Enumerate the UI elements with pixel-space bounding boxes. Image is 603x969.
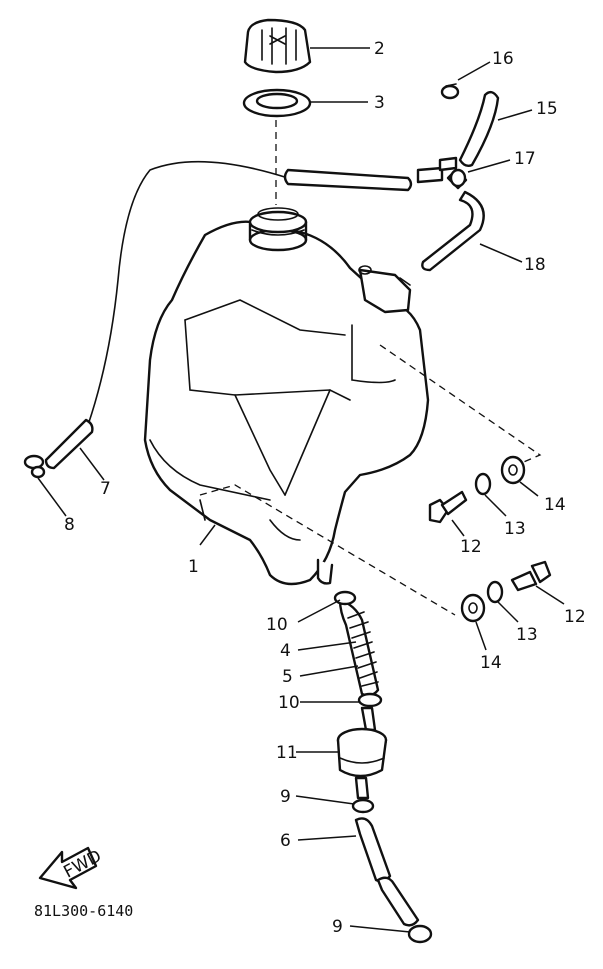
label-part-10-upper: 10 <box>266 615 288 635</box>
fuel-hose-with-spring <box>338 598 380 697</box>
fuel-filter <box>336 706 388 800</box>
label-part-3: 3 <box>374 93 385 113</box>
label-part-14-lower: 14 <box>480 653 502 673</box>
label-part-10-lower: 10 <box>278 693 300 713</box>
forward-direction-arrow: FWD <box>38 846 105 890</box>
label-part-4: 4 <box>280 641 291 661</box>
clamp-17 <box>449 168 467 188</box>
label-part-16: 16 <box>492 49 514 69</box>
label-part-14-upper: 14 <box>544 495 566 515</box>
label-part-17: 17 <box>514 149 536 169</box>
label-part-13-upper: 13 <box>504 519 526 539</box>
label-part-7: 7 <box>100 479 111 499</box>
label-part-11: 11 <box>276 743 298 763</box>
drawing-code: 81L300-6140 <box>34 902 133 920</box>
hose-18 <box>421 190 485 272</box>
clamp-10-upper <box>333 590 357 606</box>
clamp-16 <box>440 83 460 100</box>
clamp-9-lower <box>407 924 433 944</box>
label-part-5: 5 <box>282 667 293 687</box>
clamp-9-upper <box>351 798 375 814</box>
label-part-18: 18 <box>524 255 546 275</box>
bolt-12-lower <box>510 560 552 592</box>
grommet-14-lower <box>460 593 486 623</box>
hose-7 <box>44 418 94 470</box>
fuel-tank <box>143 207 430 586</box>
washer-13-lower <box>486 580 504 604</box>
breather-hose <box>283 156 468 192</box>
mount-dash-lower <box>199 484 456 616</box>
label-part-6: 6 <box>280 831 291 851</box>
label-part-12-upper: 12 <box>460 537 482 557</box>
clamp-10-lower <box>357 692 383 708</box>
hose-15 <box>458 90 500 168</box>
label-part-9-upper: 9 <box>280 787 291 807</box>
clip-8 <box>23 454 46 479</box>
cap-gasket <box>242 88 312 118</box>
label-part-13-lower: 13 <box>516 625 538 645</box>
label-part-15: 15 <box>536 99 558 119</box>
washer-13-upper <box>474 472 492 496</box>
grommet-14-upper <box>500 455 526 485</box>
hose-6 <box>354 817 420 927</box>
leader-lines <box>37 47 565 933</box>
label-part-9-lower: 9 <box>332 917 343 937</box>
label-part-8: 8 <box>64 515 75 535</box>
bolt-12-upper <box>428 490 468 524</box>
label-part-2: 2 <box>374 39 385 59</box>
breather-route-outline <box>87 160 289 426</box>
label-part-1: 1 <box>188 557 199 577</box>
label-part-12-lower: 12 <box>564 607 586 627</box>
tank-cap <box>243 18 312 74</box>
